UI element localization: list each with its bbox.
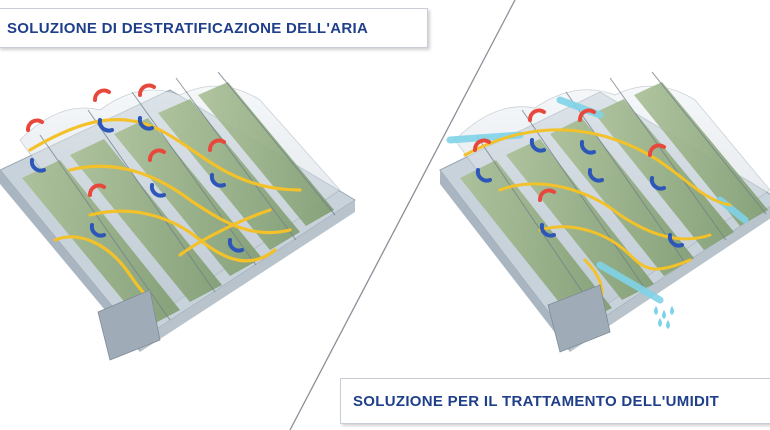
panel-title-humidity: SOLUZIONE PER IL TRATTAMENTO DELL'UMIDIT bbox=[340, 378, 770, 424]
crop-rows-right bbox=[460, 82, 768, 326]
fan-icons-left bbox=[26, 83, 244, 253]
panel-title-destratification: SOLUZIONE DI DESTRATIFICAZIONE DELL'ARIA bbox=[0, 8, 428, 48]
airflow-paths-left bbox=[28, 118, 302, 302]
panel-title-left-text: SOLUZIONE DI DESTRATIFICAZIONE DELL'ARIA bbox=[7, 19, 369, 37]
greenhouse-destratification-illustration bbox=[0, 71, 356, 361]
water-droplet-icons bbox=[654, 306, 674, 329]
fan-icons-right bbox=[473, 108, 684, 248]
greenhouse-humidity-treatment-illustration bbox=[439, 71, 770, 353]
diagonal-divider-line bbox=[289, 0, 516, 430]
panel-title-right-text: SOLUZIONE PER IL TRATTAMENTO DELL'UMIDIT bbox=[353, 392, 720, 410]
